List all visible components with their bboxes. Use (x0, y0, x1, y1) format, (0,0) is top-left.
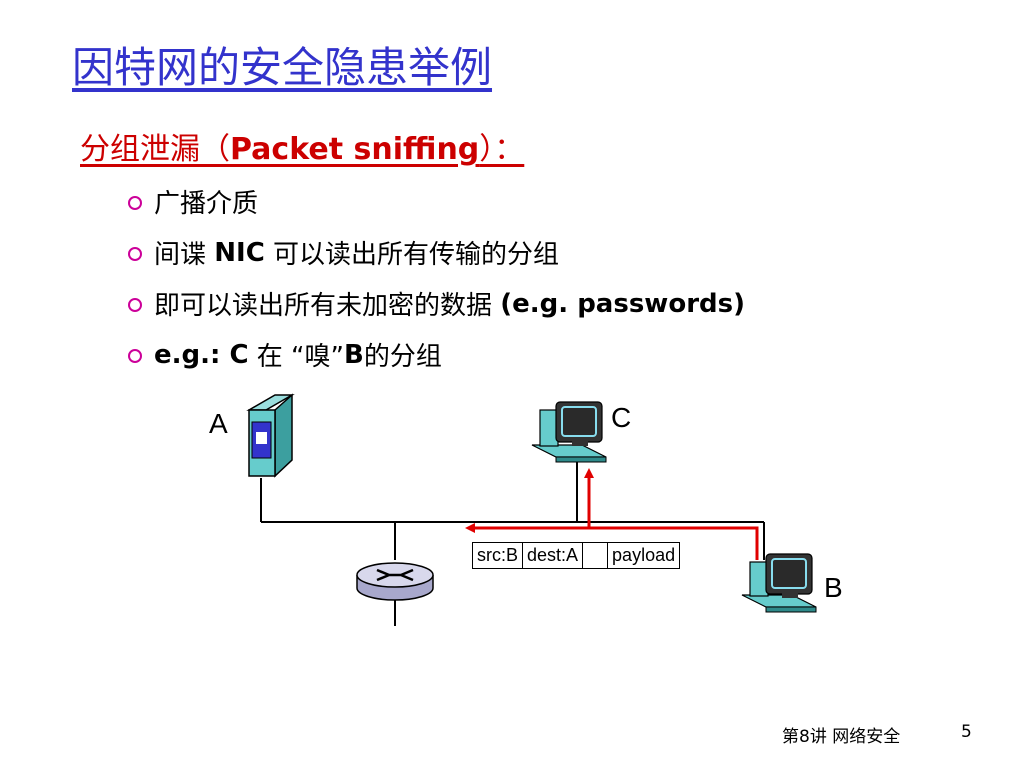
bullet-text-bold: e.g.: C (154, 339, 249, 370)
packet-payload-field: payload (612, 545, 676, 565)
bullet-circle-icon (128, 196, 142, 210)
packet-blank-field (583, 543, 609, 568)
footer-lecture: 第8讲 网络安全 (782, 727, 901, 747)
ethernet-wire (260, 455, 765, 626)
bullet-text-bold: NIC (214, 237, 265, 268)
bullet-list: 广播介质 间谍 NIC 可以读出所有传输的分组 即可以读出所有未加密的数据 (e… (128, 176, 745, 380)
packet-header: src:B dest:A payload (472, 542, 681, 569)
sniff-path (465, 468, 759, 560)
section-heading-prefix: 分组泄漏（ (80, 132, 230, 167)
page-number: 5 (961, 722, 972, 742)
bullet-text: 即可以读出所有未加密的数据 (154, 291, 501, 321)
bullet-circle-icon (128, 349, 142, 363)
bullet-item: 即可以读出所有未加密的数据 (e.g. passwords) (128, 278, 745, 329)
bullet-circle-icon (128, 298, 142, 312)
page-title: 因特网的安全隐患举例 (72, 43, 493, 92)
section-heading-suffix: ）： (479, 132, 525, 167)
bullet-text: 的分组 (363, 342, 442, 372)
server-icon (246, 393, 295, 478)
router-icon (356, 562, 434, 601)
section-heading: 分组泄漏（Packet sniffing）： (80, 124, 524, 168)
section-heading-term: Packet sniffing (230, 132, 480, 167)
bullet-item: 间谍 NIC 可以读出所有传输的分组 (128, 227, 745, 278)
bullet-text: 广播介质 (154, 189, 259, 219)
node-label-a: A (209, 408, 228, 439)
node-label-c: C (611, 402, 632, 433)
bullet-text: 间谍 (154, 240, 215, 270)
node-label-b: B (824, 572, 843, 603)
bullet-text-bold: B (344, 339, 364, 370)
workstation-c-icon (531, 401, 607, 463)
bullet-text: 在 “嗅” (248, 342, 345, 372)
packet-src-field: src:B (473, 543, 524, 568)
workstation-b-icon (741, 553, 817, 613)
bullet-text: 可以读出所有传输的分组 (264, 240, 560, 270)
packet-dest-field: dest:A (523, 543, 584, 568)
bullet-text-bold: (e.g. passwords) (500, 288, 745, 319)
bullet-item: 广播介质 (128, 176, 745, 227)
bullet-circle-icon (128, 247, 142, 261)
